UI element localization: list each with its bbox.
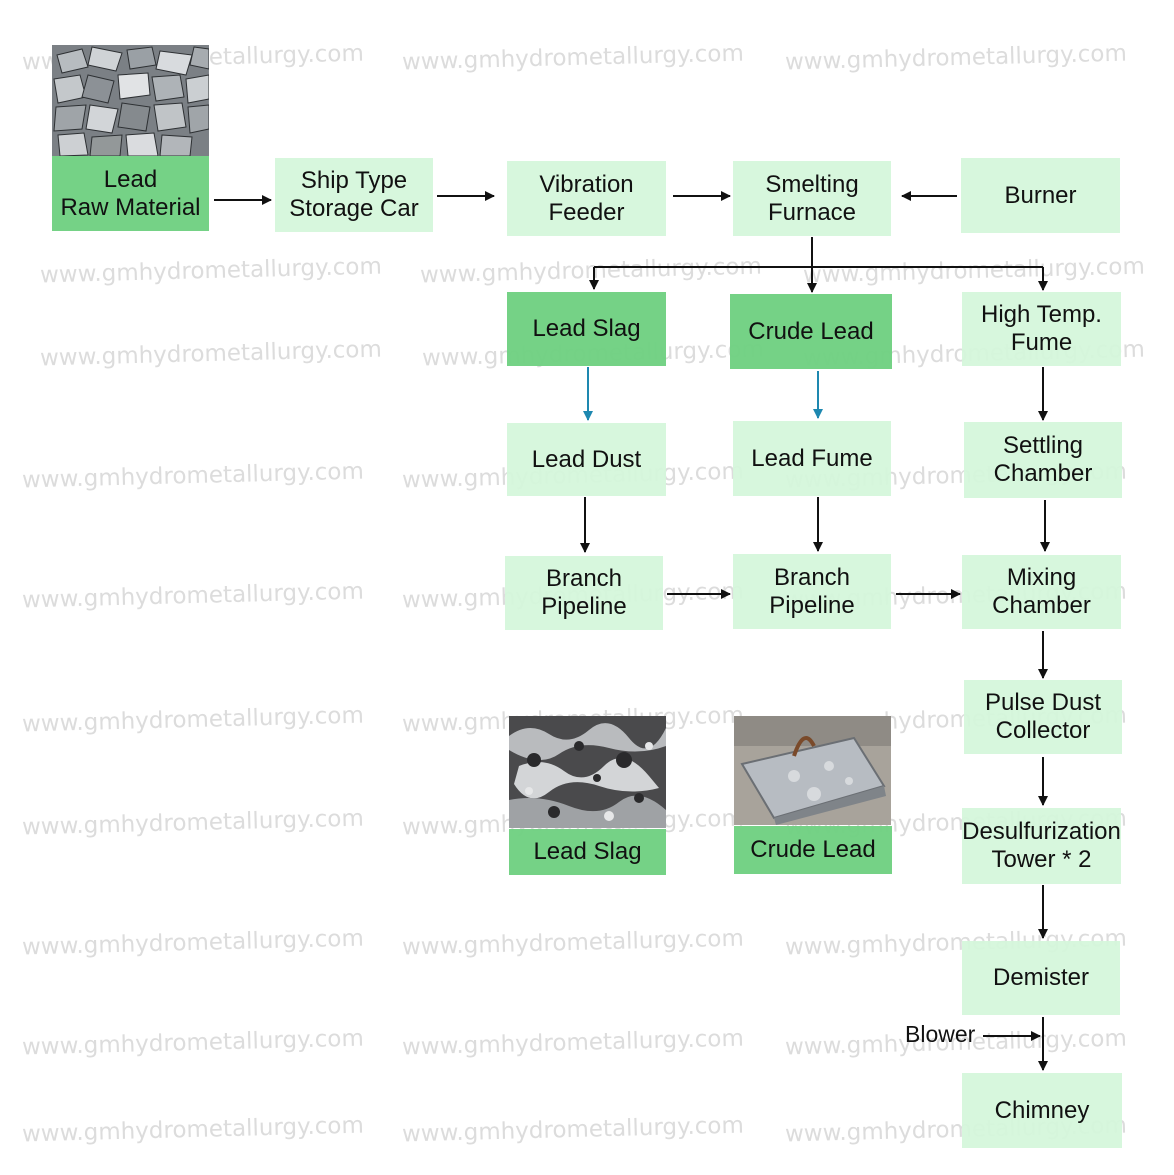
slag-image — [509, 716, 666, 828]
crude-lead-photo-caption: Crude Lead — [734, 826, 892, 874]
node-lead-fume: Lead Fume — [733, 421, 891, 496]
node-label: Desulfurization Tower * 2 — [962, 818, 1121, 873]
crude-lead-photo — [734, 716, 891, 825]
node-label: Branch Pipeline — [541, 565, 627, 620]
node-branch-pipeline-2: Branch Pipeline — [733, 554, 891, 629]
node-settling-chamber: Settling Chamber — [964, 422, 1122, 498]
node-chimney: Chimney — [962, 1073, 1122, 1148]
caption-label: Crude Lead — [750, 836, 876, 863]
node-mixing-chamber: Mixing Chamber — [962, 555, 1121, 629]
node-high-temp-fume: High Temp. Fume — [962, 292, 1121, 366]
blower-label: Blower — [905, 1021, 976, 1047]
node-lead-dust: Lead Dust — [507, 423, 666, 496]
node-pulse-dust-collector: Pulse Dust Collector — [964, 680, 1122, 754]
node-label: Pulse Dust Collector — [984, 689, 1102, 744]
node-lead-slag: Lead Slag — [507, 292, 666, 366]
node-lead-raw-material: Lead Raw Material — [52, 156, 209, 231]
node-label: Demister — [992, 964, 1089, 991]
node-label: Crude Lead — [748, 317, 874, 345]
node-label: Smelting Furnace — [765, 170, 859, 226]
lead-slag-photo — [509, 716, 666, 828]
node-label: Lead Fume — [751, 444, 873, 472]
node-label: Ship Type Storage Car — [289, 167, 419, 222]
lead-ingot-image — [734, 716, 891, 825]
node-branch-pipeline-1: Branch Pipeline — [505, 556, 663, 630]
node-label: Mixing Chamber — [992, 564, 1091, 619]
node-label: Lead Dust — [531, 445, 642, 473]
node-smelting-furnace: Smelting Furnace — [733, 161, 891, 236]
node-label: Lead Raw Material — [60, 165, 201, 221]
caption-label: Lead Slag — [533, 838, 642, 865]
node-ship-type-storage-car: Ship Type Storage Car — [275, 158, 433, 232]
node-label: Lead Slag — [532, 315, 641, 342]
node-crude-lead: Crude Lead — [730, 294, 892, 369]
node-burner: Burner — [961, 158, 1120, 233]
scrap-metal-image — [52, 45, 209, 156]
node-label: Vibration Feeder — [539, 170, 634, 226]
raw-material-photo — [52, 45, 209, 156]
node-label: Settling Chamber — [993, 432, 1093, 487]
node-label: Chimney — [994, 1096, 1090, 1124]
node-vibration-feeder: Vibration Feeder — [507, 161, 666, 236]
node-label: Burner — [1004, 181, 1077, 209]
node-label: High Temp. Fume — [981, 301, 1102, 356]
node-desulfurization-tower: Desulfurization Tower * 2 — [962, 808, 1121, 884]
lead-slag-photo-caption: Lead Slag — [509, 829, 666, 875]
node-label: Branch Pipeline — [769, 563, 855, 619]
node-demister: Demister — [962, 941, 1120, 1015]
